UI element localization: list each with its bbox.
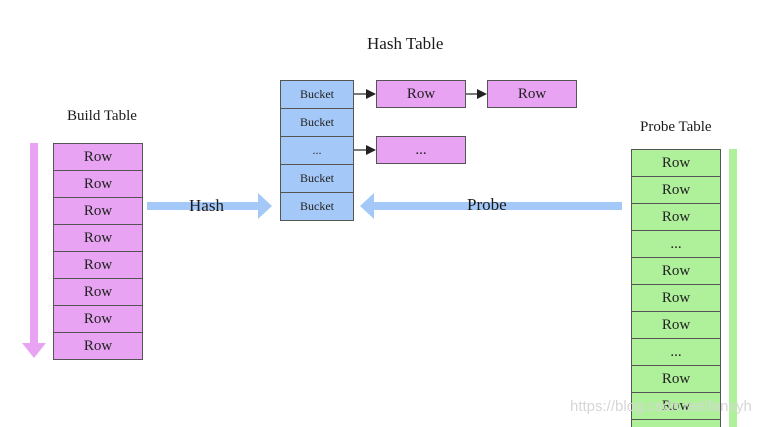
- probe-row: Row: [631, 203, 721, 231]
- build-row: Row: [53, 143, 143, 171]
- probe-row: Row: [631, 311, 721, 339]
- probe-row: ...: [631, 338, 721, 366]
- chain-row: Row: [487, 80, 577, 108]
- probe-label: Probe: [467, 195, 507, 214]
- bucket: Bucket: [280, 192, 354, 221]
- build-row: Row: [53, 170, 143, 198]
- build-row: Row: [53, 197, 143, 225]
- hash-label: Hash: [189, 196, 224, 215]
- build-row: Row: [53, 332, 143, 360]
- build-row: Row: [53, 278, 143, 306]
- build-row: Row: [53, 224, 143, 252]
- build-scan-arrow: [22, 143, 46, 358]
- chain-arrows: [353, 89, 487, 155]
- probe-scan-bar: [729, 149, 737, 427]
- build-row: Row: [53, 251, 143, 279]
- probe-table-label: Probe Table: [640, 119, 712, 135]
- probe-row: Row: [631, 284, 721, 312]
- chain-row: ...: [376, 136, 466, 164]
- probe-row: Row: [631, 365, 721, 393]
- bucket: Bucket: [280, 80, 354, 109]
- diagram-title: Hash Table: [367, 34, 444, 53]
- probe-arrow: [360, 193, 622, 219]
- probe-row: Row: [631, 257, 721, 285]
- probe-row: Row: [631, 392, 721, 420]
- hash-arrow: [147, 193, 272, 219]
- build-table-label: Build Table: [67, 108, 137, 124]
- bucket: ...: [280, 136, 354, 165]
- chain-row: Row: [376, 80, 466, 108]
- bucket: Bucket: [280, 164, 354, 193]
- probe-row: ...: [631, 230, 721, 258]
- build-row: Row: [53, 305, 143, 333]
- probe-row: Row: [631, 176, 721, 204]
- probe-row-partial: [631, 419, 721, 427]
- bucket: Bucket: [280, 108, 354, 137]
- probe-row: Row: [631, 149, 721, 177]
- watermark: https://blog.csdn.net/lansyh: [570, 398, 752, 415]
